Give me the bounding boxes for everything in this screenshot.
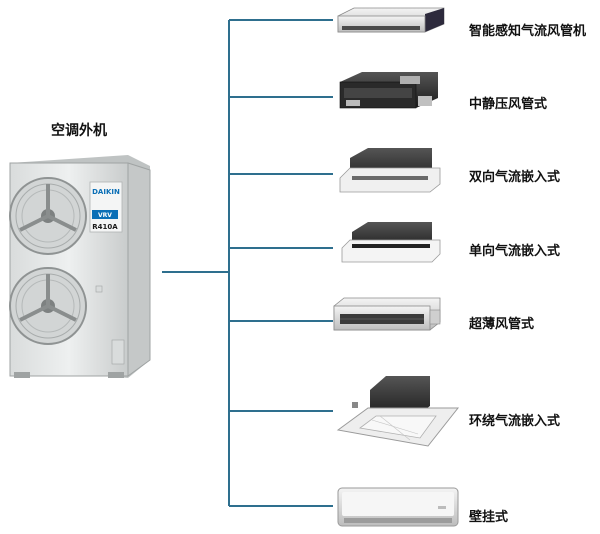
two-way-cassette-icon bbox=[339, 148, 441, 193]
indoor-unit-label-2: 中静压风管式 bbox=[469, 97, 548, 112]
lower-fan-icon bbox=[9, 267, 87, 345]
indoor-unit-label-5: 超薄风管式 bbox=[469, 317, 535, 332]
outdoor-unit-icon: DAIKIN VRV R410A bbox=[9, 155, 151, 378]
indoor-unit-label-6: 环绕气流嵌入式 bbox=[469, 414, 561, 429]
outdoor-refrigerant-text: R410A bbox=[92, 223, 118, 231]
ultra-thin-duct-icon bbox=[333, 297, 441, 331]
outdoor-badge-text: VRV bbox=[98, 212, 112, 219]
connector-lines bbox=[162, 19, 333, 507]
indoor-unit-label-1: 智能感知气流风管机 bbox=[469, 24, 587, 39]
wall-mounted-icon bbox=[337, 487, 459, 527]
indoor-unit-label-3: 双向气流嵌入式 bbox=[469, 170, 561, 185]
outdoor-brand-text: DAIKIN bbox=[92, 188, 120, 196]
slim-duct-unit-icon bbox=[337, 7, 445, 33]
indoor-unit-label-4: 单向气流嵌入式 bbox=[469, 244, 561, 259]
one-way-cassette-icon bbox=[341, 222, 441, 263]
upper-fan-icon bbox=[9, 177, 87, 255]
indoor-unit-label-7: 壁挂式 bbox=[469, 510, 509, 525]
outdoor-unit-label: 空调外机 bbox=[51, 123, 107, 139]
medium-pressure-duct-icon bbox=[339, 72, 438, 109]
round-flow-cassette-icon bbox=[336, 376, 460, 447]
